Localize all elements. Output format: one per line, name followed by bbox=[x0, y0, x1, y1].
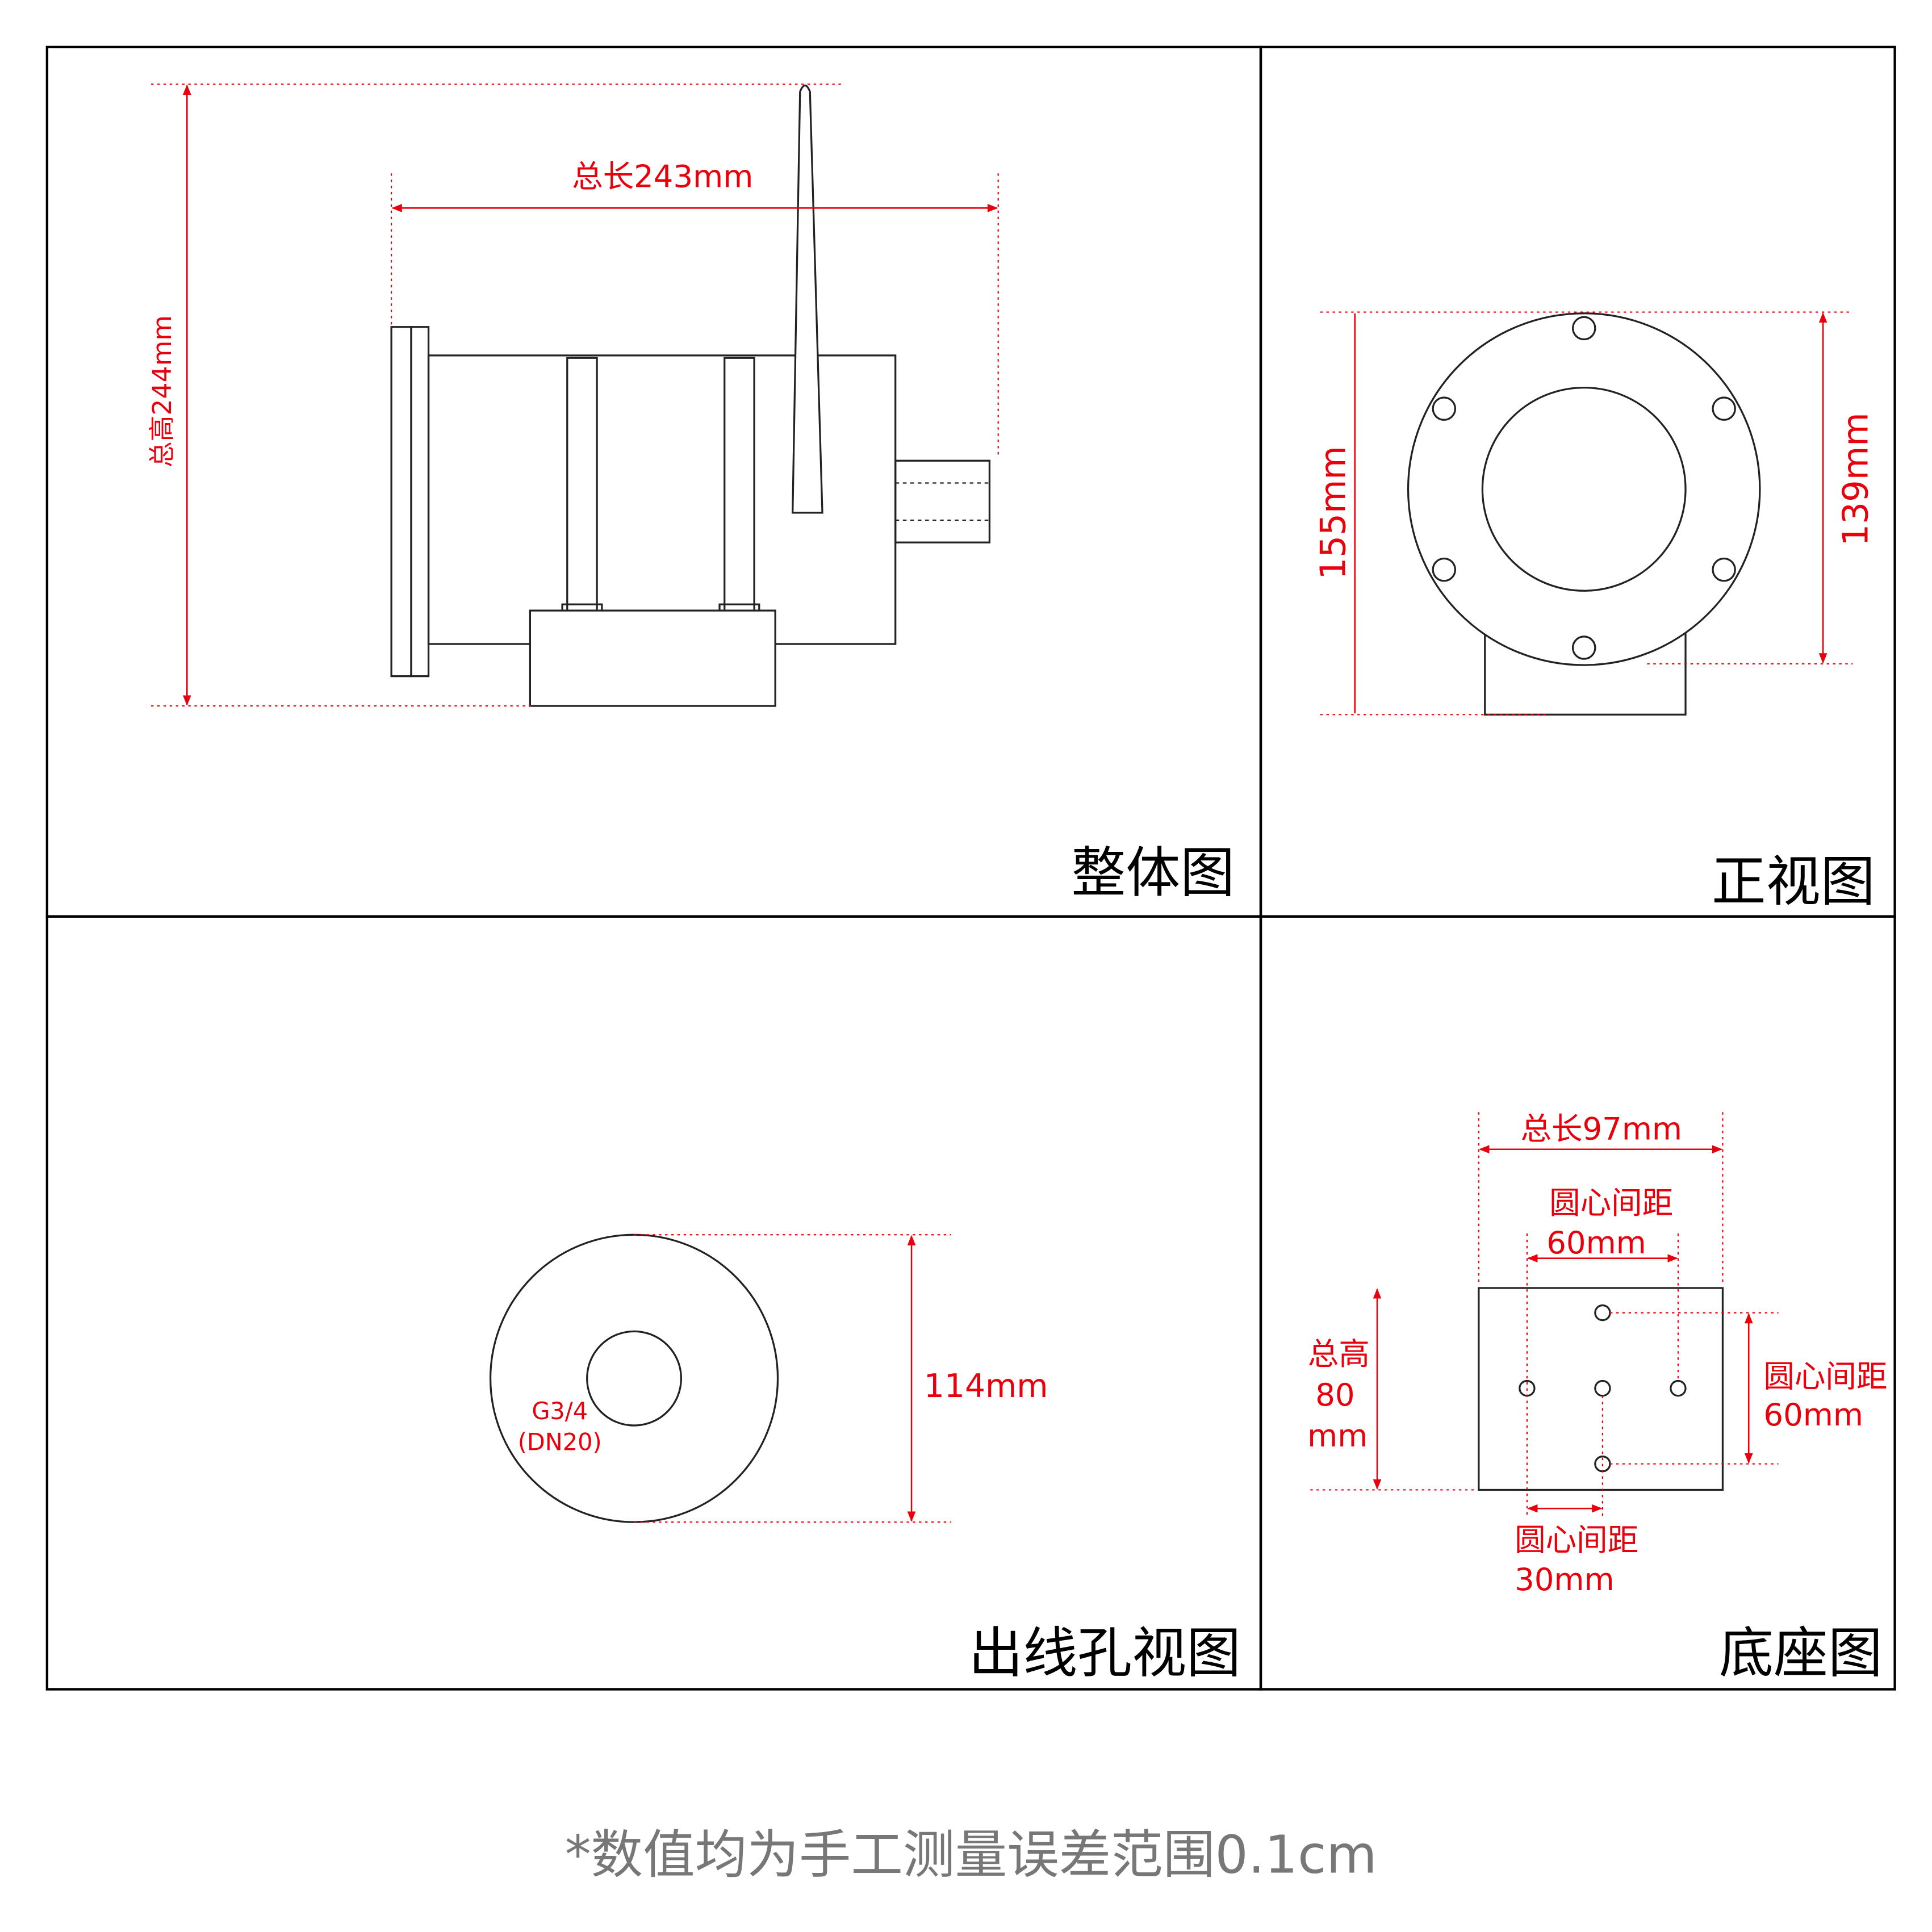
overall-outlet-hatching bbox=[895, 482, 990, 521]
overall-view: 总长243mm 总高244mm 整体图 bbox=[147, 83, 1235, 905]
base-top-spacing-value: 60mm bbox=[1546, 1224, 1646, 1261]
base-top-spacing-title: 圆心间距 bbox=[1549, 1185, 1673, 1221]
measurement-footnote: *数值均为手工测量误差范围0.1cm bbox=[565, 1824, 1377, 1885]
overall-total-height-label: 总高244mm bbox=[147, 315, 177, 467]
front-diameter-label: 139mm bbox=[1836, 412, 1876, 546]
outlet-dn-label: (DN20) bbox=[518, 1429, 602, 1456]
front-view: 155mm 139mm 正视图 bbox=[1313, 311, 1876, 913]
base-extension-lines bbox=[1310, 1112, 1779, 1519]
base-right-spacing-value: 60mm bbox=[1763, 1396, 1863, 1433]
base-bottom-spacing-value: 30mm bbox=[1515, 1561, 1615, 1598]
base-right-spacing-title: 圆心间距 bbox=[1763, 1358, 1887, 1394]
base-view: 总长97mm 圆心间距 60mm 总高 80 mm 圆心间距 60mm 圆心间距… bbox=[1307, 1110, 1887, 1685]
outlet-panel-title: 出线孔视图 bbox=[968, 1621, 1241, 1685]
base-total-length-label: 总长97mm bbox=[1520, 1110, 1682, 1147]
overall-device-outline bbox=[390, 84, 991, 707]
front-height-label: 155mm bbox=[1313, 446, 1353, 579]
overall-panel-title: 整体图 bbox=[1071, 841, 1235, 905]
panel-frames bbox=[45, 45, 1896, 1691]
outlet-view: 114mm G3/4 (DN20) 出线孔视图 bbox=[489, 1233, 1241, 1685]
outlet-thread-label: G3/4 bbox=[532, 1398, 588, 1425]
front-extension-lines bbox=[1320, 311, 1853, 716]
panel-base-frame bbox=[1259, 915, 1896, 1691]
outlet-device-outline bbox=[489, 1233, 779, 1523]
base-height-value: 80 bbox=[1315, 1377, 1354, 1413]
overall-total-length-label: 总长243mm bbox=[572, 158, 753, 194]
base-bottom-spacing-title: 圆心间距 bbox=[1515, 1521, 1638, 1558]
base-panel-title: 底座图 bbox=[1719, 1621, 1883, 1685]
front-panel-title: 正视图 bbox=[1712, 850, 1875, 913]
outlet-diameter-label: 114mm bbox=[924, 1368, 1048, 1405]
base-plate-outline bbox=[1478, 1287, 1724, 1491]
base-height-unit: mm bbox=[1307, 1417, 1368, 1454]
front-device-outline bbox=[1407, 312, 1761, 716]
panel-outlet-frame bbox=[45, 915, 1262, 1691]
base-height-title: 总高 bbox=[1308, 1336, 1370, 1372]
